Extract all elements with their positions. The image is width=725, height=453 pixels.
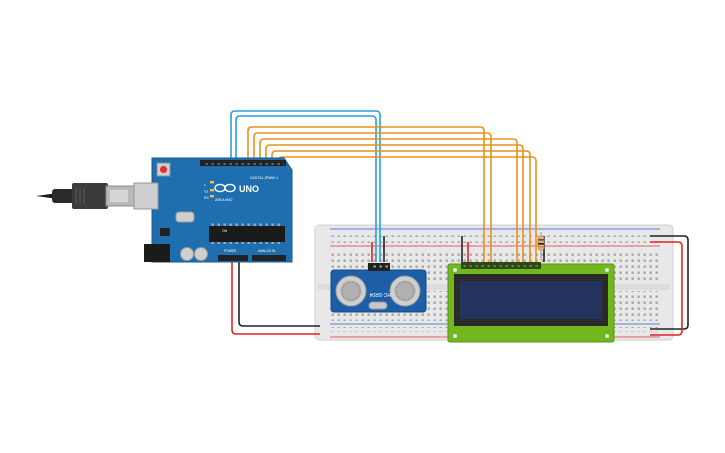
brand-label: ARDUINO xyxy=(215,198,233,202)
lcd-display[interactable] xyxy=(447,262,615,343)
transducer-left xyxy=(335,275,367,307)
board-pcb xyxy=(151,157,293,263)
icsp-header xyxy=(160,228,170,236)
board-model: UNO xyxy=(239,184,259,194)
led-l xyxy=(210,181,214,184)
mount-hole-tr xyxy=(605,268,609,272)
arduino-infinity-logo-icon xyxy=(214,183,236,193)
power-rail-top-2 xyxy=(328,238,660,243)
power-rail-top-1 xyxy=(328,232,660,237)
wire-orange-1[interactable] xyxy=(247,126,485,262)
sensor-crystal xyxy=(368,301,388,310)
wire-orange-4[interactable] xyxy=(265,144,524,262)
wire-black-gnd[interactable] xyxy=(238,262,320,327)
power-label: POWER xyxy=(224,249,237,253)
mount-hole-br xyxy=(605,334,609,338)
mount-hole-bl xyxy=(453,334,457,338)
arduino-uno-board[interactable]: DIGITAL (PWM~) UNO ARDUINO L TX RX ON xyxy=(133,157,293,263)
wire-blue-trig[interactable] xyxy=(230,110,381,262)
analog-label: ANALOG IN xyxy=(258,249,276,253)
wire-orange-2[interactable] xyxy=(253,132,492,262)
wire-black-rail-bridge[interactable] xyxy=(650,235,689,330)
wire-red-rail-bridge[interactable] xyxy=(650,241,683,336)
wire-orange-3[interactable] xyxy=(259,138,518,262)
led-rx xyxy=(210,195,214,198)
l-label: L xyxy=(204,183,206,187)
rx-label: RX xyxy=(204,196,209,200)
wire-blue-echo[interactable] xyxy=(235,115,377,262)
lcd-screen xyxy=(460,281,602,319)
atmega-chip xyxy=(209,226,285,242)
digital-label: DIGITAL (PWM~) xyxy=(250,176,278,180)
sensor-label: HC-SR04 xyxy=(369,291,391,297)
on-label: ON xyxy=(222,229,228,233)
crystal xyxy=(175,211,195,223)
resistor[interactable] xyxy=(537,232,545,260)
capacitor-2 xyxy=(194,247,208,261)
reset-button-icon[interactable] xyxy=(156,162,171,177)
tx-label: TX xyxy=(204,190,209,194)
capacitor-1 xyxy=(180,247,194,261)
usb-port xyxy=(133,182,159,210)
transducer-right xyxy=(389,275,421,307)
wire-orange-5[interactable] xyxy=(271,150,531,262)
mount-hole-tl xyxy=(453,268,457,272)
ultrasonic-sensor[interactable]: HC-SR04 xyxy=(330,263,427,313)
power-jack xyxy=(144,244,170,262)
usb-cable-icon[interactable] xyxy=(36,183,135,209)
wire-red-5v[interactable] xyxy=(231,262,320,335)
led-tx xyxy=(210,189,214,192)
